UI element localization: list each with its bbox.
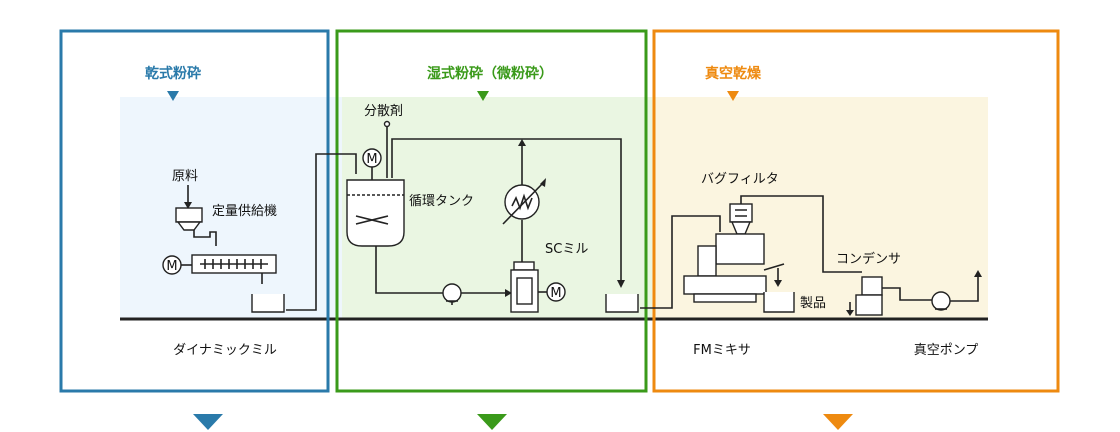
sc-mill-motor-symbol: M [550, 286, 561, 301]
wet-receiver [605, 294, 639, 313]
vacuum-marker [727, 91, 739, 101]
dry-receiver [251, 294, 285, 313]
pump-to-mill-arrowhead [505, 289, 512, 297]
fm-mixer [683, 233, 785, 303]
feeder-label: 定量供給機 [212, 204, 277, 219]
product-receiver [763, 292, 795, 313]
vacuum-pump [931, 291, 951, 311]
wet-outflow-arrowhead [617, 280, 625, 288]
raw-material-arrowhead [184, 202, 192, 209]
product-arrowhead [774, 280, 782, 287]
wet-next-arrow [477, 414, 507, 430]
circulation-tank: M [346, 148, 405, 247]
dispersant-inlet [383, 120, 391, 128]
dry-zone-bg [120, 97, 342, 319]
tank-motor-symbol: M [366, 152, 377, 167]
return-arrowhead [518, 139, 526, 146]
fm-mixer-label: FMミキサ [693, 343, 751, 358]
bag-filter [729, 203, 753, 235]
vacuum-exhaust-arrowhead [974, 270, 982, 277]
vacuum-next-arrow [823, 414, 853, 430]
return-to-tank-line [391, 138, 622, 282]
condenser [846, 276, 883, 316]
product-label: 製品 [800, 296, 826, 311]
dynamic-mill: M [162, 254, 277, 284]
dry-next-arrow [193, 414, 223, 430]
wet-to-vacuum-line [640, 215, 721, 309]
raw-material-label: 原料 [172, 169, 198, 184]
dry-marker [167, 91, 179, 101]
dry-grinding-frame [59, 29, 330, 393]
dispersant-label: 分散剤 [364, 103, 403, 119]
dynamic-mill-label: ダイナミックミル [173, 343, 277, 358]
bag-filter-exhaust [740, 195, 862, 273]
dry-grinding-title: 乾式粉砕 [145, 65, 201, 82]
vacuum-pump-label: 真空ポンプ [914, 343, 979, 358]
sc-mill-motor [546, 282, 566, 302]
vacuum-drying-title: 真空乾燥 [705, 65, 762, 82]
sc-mill-label: SCミル [545, 242, 588, 257]
dynamic-mill-motor-symbol: M [166, 259, 177, 274]
vacuum-drying-frame [652, 29, 1060, 393]
wet-grinding-title: 湿式粉砕（微粉砕） [427, 65, 553, 82]
dry-to-wet-line [286, 153, 357, 311]
condenser-label: コンデンサ [836, 251, 901, 267]
bag-filter-label: バグフィルタ [701, 172, 779, 187]
sc-mill: M [510, 261, 566, 313]
wet-grinding-frame [335, 29, 648, 393]
wet-marker [477, 91, 489, 101]
tank-to-pump-line [375, 246, 444, 294]
wet-pump [442, 283, 462, 305]
tank-label: 循環タンク [409, 194, 474, 209]
vacuum-exhaust-line [950, 275, 979, 302]
condenser-to-pump-line [882, 287, 932, 301]
feeder [175, 207, 217, 246]
